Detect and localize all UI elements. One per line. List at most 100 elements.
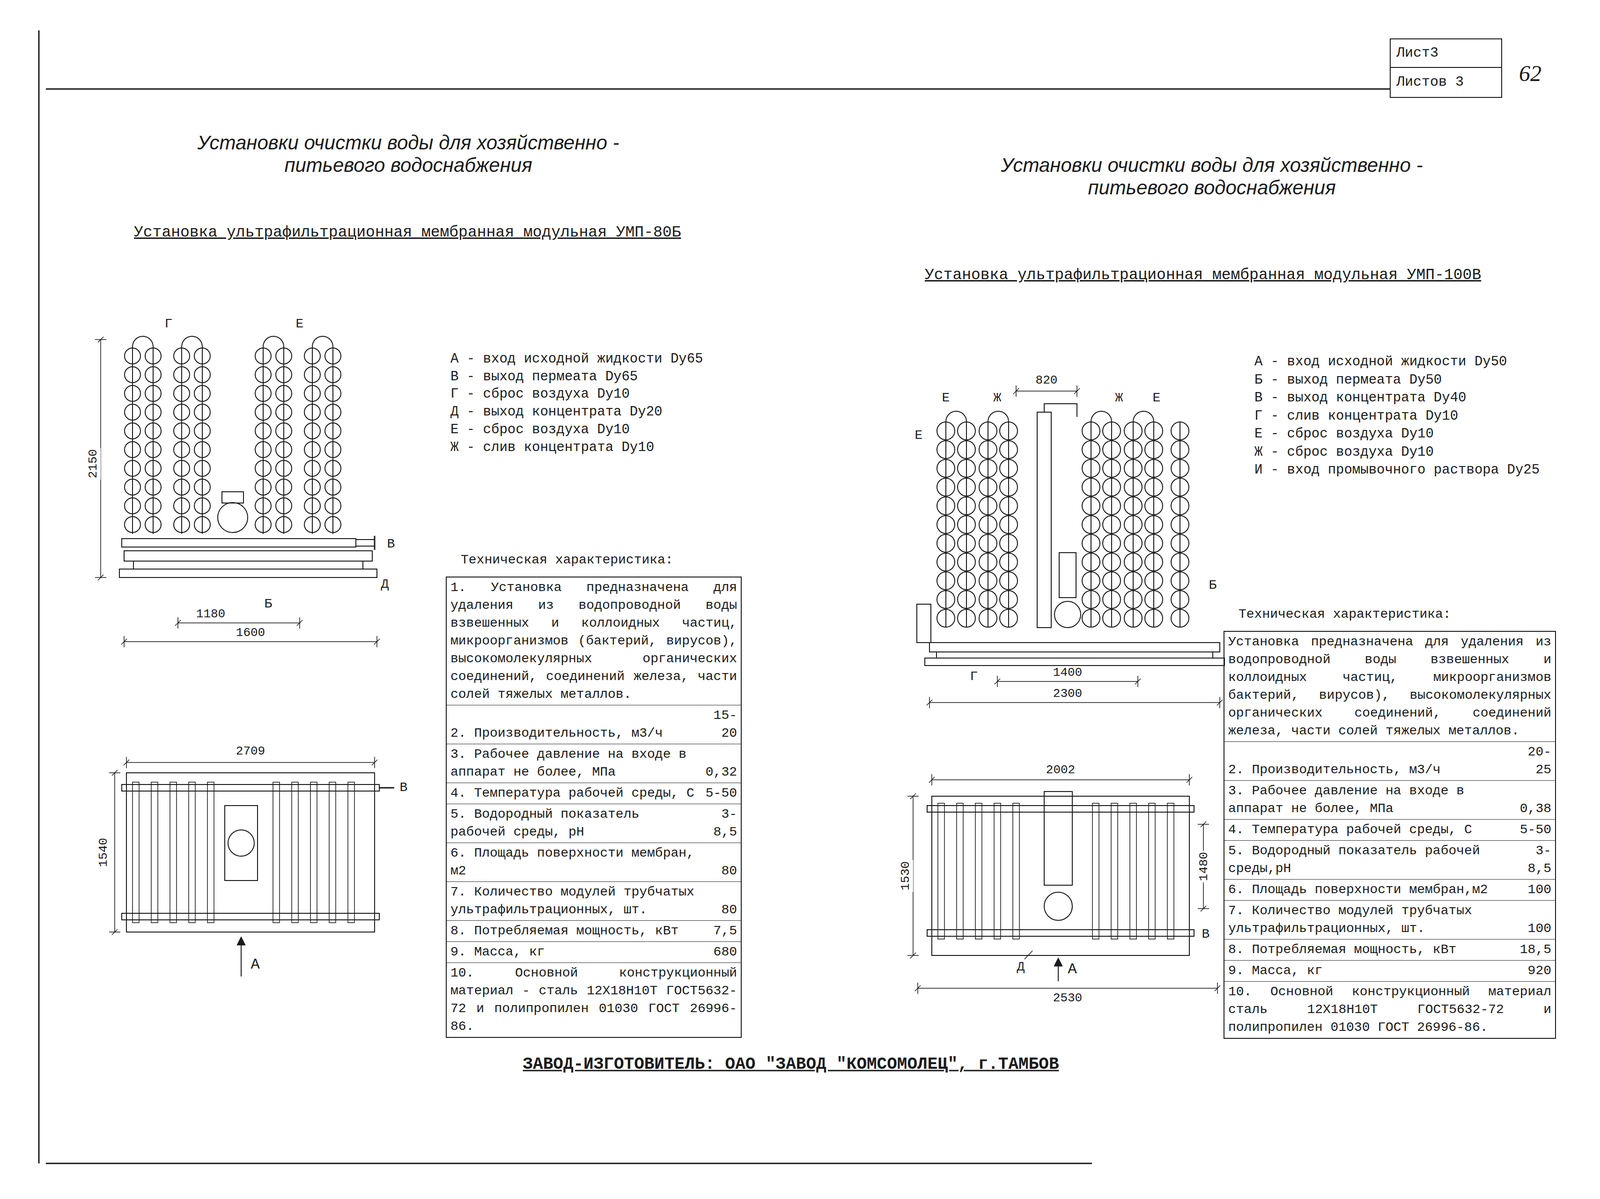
connection-letter: А	[1066, 960, 1078, 979]
module-circle	[145, 441, 162, 458]
membrane-tube	[310, 781, 318, 923]
drawing-line	[121, 638, 127, 645]
drawing-line	[936, 651, 937, 658]
table-row: 9. Масса, кг680	[446, 941, 741, 963]
module-circle	[979, 515, 997, 534]
table-row: Установка предназначена для удаления из …	[1224, 631, 1556, 742]
u-bend	[263, 336, 284, 347]
module-circle	[145, 497, 162, 514]
module-circle	[145, 404, 162, 421]
module-circle	[275, 479, 292, 495]
module-circle	[1124, 609, 1143, 627]
dimension-value: 2150	[86, 447, 101, 480]
section-title: Установки очистки воды для хозяйственно …	[976, 154, 1448, 200]
module-circle	[275, 460, 292, 477]
module-circle	[255, 422, 272, 439]
sheet-box: Лист3Листов 3	[1389, 38, 1503, 98]
table-cell: 5. Водородный показатель рабочей среды, …	[450, 805, 700, 841]
dimension-value: 1530	[899, 859, 914, 892]
header-pipe	[121, 538, 356, 547]
connection-letter: Ж	[992, 390, 1003, 406]
module-circle	[1144, 496, 1163, 515]
table-row: 8. Потребляемая мощность, кВт7,5	[446, 920, 741, 942]
tank	[916, 604, 931, 643]
table-cell: 2. Производительность, м3/ч	[450, 724, 700, 743]
module-circle	[124, 460, 141, 477]
module-circle	[936, 552, 955, 571]
module-circle	[936, 459, 955, 478]
drawing-line	[181, 346, 183, 534]
table-value: 100	[1513, 919, 1552, 938]
module-circle	[957, 459, 976, 478]
module-circle	[1124, 478, 1143, 496]
module-circle	[979, 590, 997, 609]
drawing-line	[177, 622, 300, 624]
dimension-value: 1540	[96, 836, 111, 869]
membrane-tube	[347, 781, 355, 923]
table-row: 6. Площадь поверхности мембран,м2100	[1224, 878, 1556, 900]
connection-letter: Г	[163, 316, 175, 332]
connection-legend-line: В - выход пермеата Dy65	[449, 368, 640, 385]
pump	[228, 829, 255, 856]
module-circle	[145, 385, 162, 402]
drawing-line	[965, 421, 967, 628]
drawing-line	[1016, 390, 1077, 392]
drawing-line	[126, 761, 375, 763]
connection-letter: Б	[263, 596, 274, 612]
drawing-line	[1200, 905, 1207, 912]
module-circle	[194, 497, 211, 514]
table-value: 3-8,5	[1513, 841, 1552, 878]
table-cell: 7. Количество модулей трубчатых ультрафи…	[1228, 901, 1514, 938]
module-circle	[1144, 590, 1163, 609]
module-circle	[275, 404, 292, 421]
module-circle	[173, 347, 190, 364]
module-circle	[979, 571, 997, 590]
membrane-tube	[169, 781, 177, 923]
module-circle	[1171, 421, 1189, 440]
module-circle	[957, 590, 976, 609]
table-row: 7. Количество модулей трубчатых ультрафи…	[1224, 899, 1556, 939]
module-circle	[275, 441, 292, 458]
dimension-value: 1400	[1051, 665, 1084, 680]
membrane-tube	[1129, 803, 1137, 939]
table-cell: 1. Установка предназначена для удаления …	[450, 578, 738, 704]
pump-block	[1044, 791, 1073, 885]
module-circle	[979, 496, 997, 515]
module-circle	[275, 497, 292, 514]
module-circle	[255, 497, 272, 514]
module-circle	[1102, 440, 1121, 459]
connection-legend-line: А - вход исходной жидкости Dy50	[1253, 353, 1509, 370]
module-circle	[936, 609, 955, 627]
module-circle	[999, 421, 1018, 440]
table-row: 5. Водородный показатель рабочей среды,p…	[1224, 840, 1556, 879]
module-circle	[194, 460, 211, 477]
drawing-line	[114, 772, 116, 932]
module-circle	[1124, 440, 1143, 459]
module-circle	[999, 440, 1018, 459]
module-circle	[1102, 478, 1121, 496]
table-row: 1. Установка предназначена для удаления …	[446, 577, 741, 705]
header-pipe	[927, 805, 1195, 812]
module-circle	[957, 478, 976, 496]
drawing-line	[1074, 388, 1080, 394]
page-border	[45, 1162, 1092, 1165]
table-value: 18,5	[1513, 940, 1552, 959]
connection-legend-line: В - выход концентрата Dy40	[1253, 390, 1468, 406]
module-circle	[145, 479, 162, 495]
base-beam	[119, 568, 377, 578]
module-circle	[1124, 496, 1143, 515]
module-circle	[255, 479, 272, 495]
drawing-line	[910, 952, 916, 959]
module-circle	[1144, 552, 1163, 571]
module-circle	[1082, 421, 1100, 440]
table-row: 8. Потребляемая мощность, кВт18,5	[1224, 938, 1556, 960]
header-pipe	[927, 929, 1195, 937]
module-circle	[304, 385, 321, 402]
connection-letter: Д	[379, 576, 391, 592]
module-circle	[979, 440, 997, 459]
module-circle	[999, 459, 1018, 478]
connection-letter: В	[398, 780, 410, 796]
drawing-line	[97, 336, 104, 343]
u-bend	[1133, 411, 1154, 422]
module-circle	[1144, 571, 1163, 590]
